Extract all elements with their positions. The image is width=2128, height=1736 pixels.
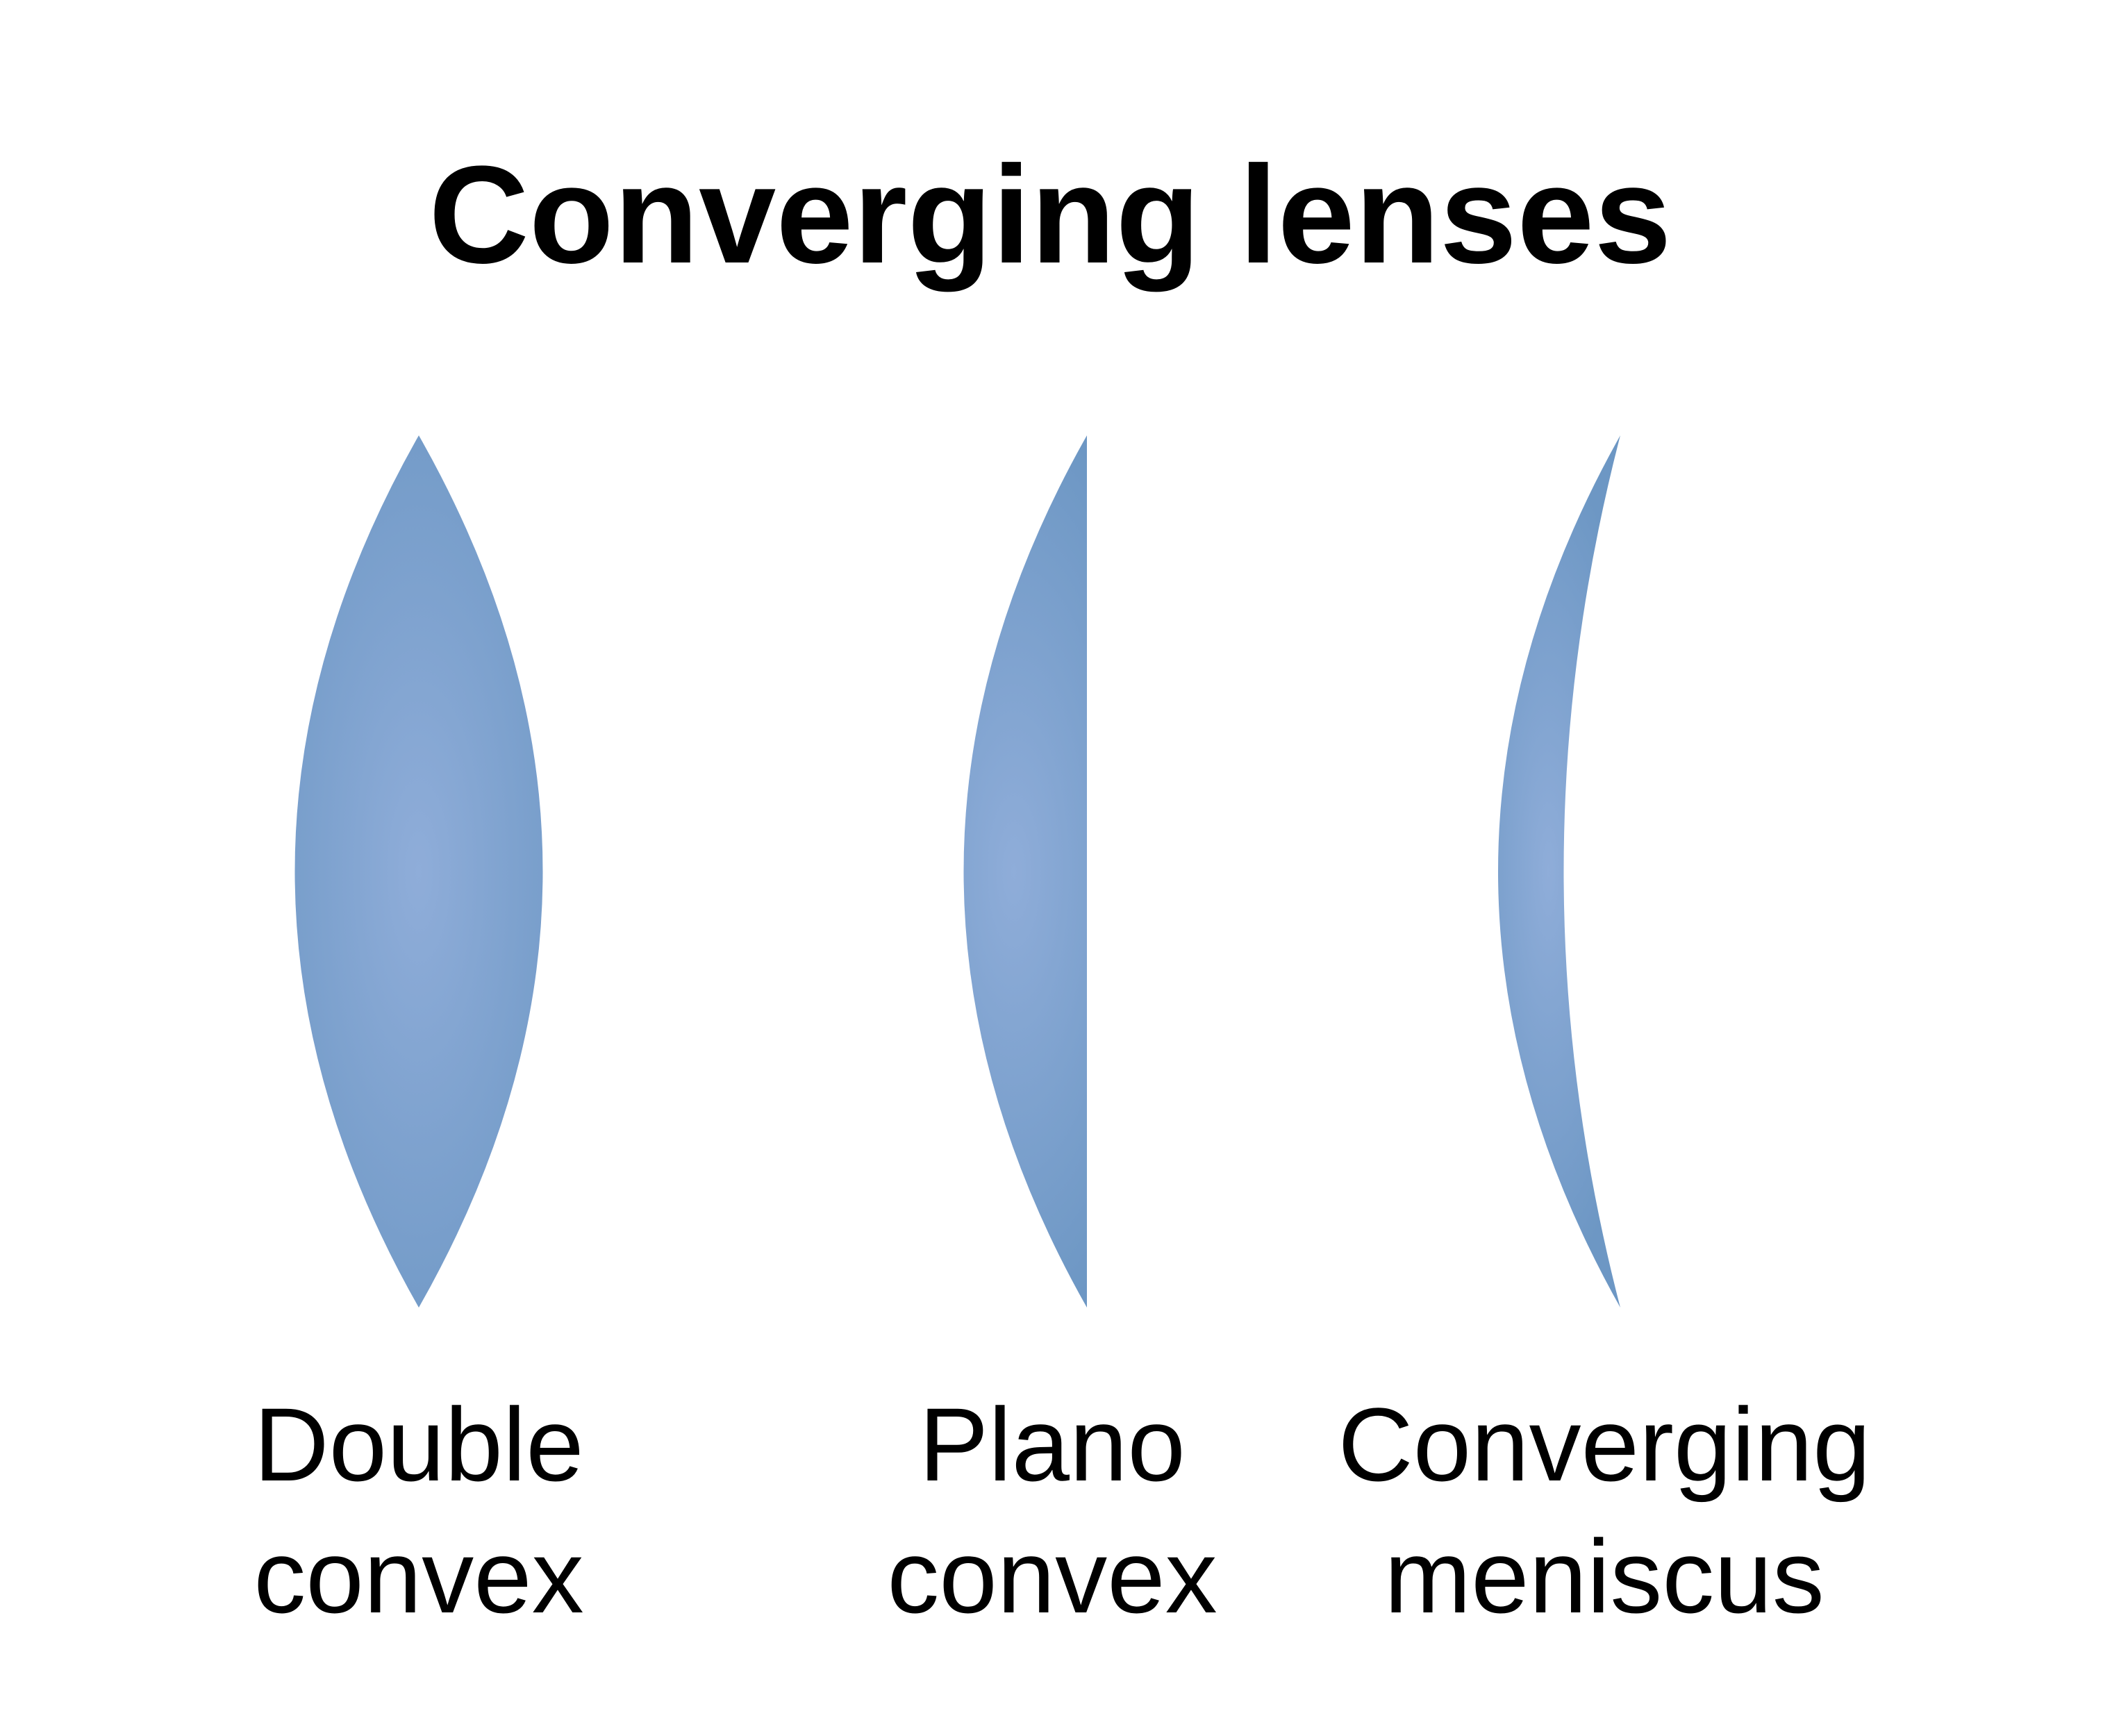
double-convex-lens <box>294 435 543 1308</box>
converging-meniscus-lens <box>1498 435 1620 1308</box>
page-title: Converging lenses <box>429 137 1672 292</box>
converging-meniscus-label: Converging meniscus <box>1292 1378 1917 1642</box>
plano-convex-label-line2: convex <box>887 1518 1217 1635</box>
plano-convex-lens <box>963 435 1087 1308</box>
plano-convex-label-line1: Plano <box>919 1386 1186 1503</box>
double-convex-label-line1: Double <box>253 1386 584 1503</box>
plano-convex-label: Plano convex <box>740 1378 1365 1642</box>
converging-meniscus-label-line1: Converging <box>1338 1386 1871 1503</box>
converging-meniscus-label-line2: meniscus <box>1384 1518 1824 1635</box>
double-convex-label: Double convex <box>106 1378 731 1642</box>
double-convex-label-line2: convex <box>253 1518 584 1635</box>
